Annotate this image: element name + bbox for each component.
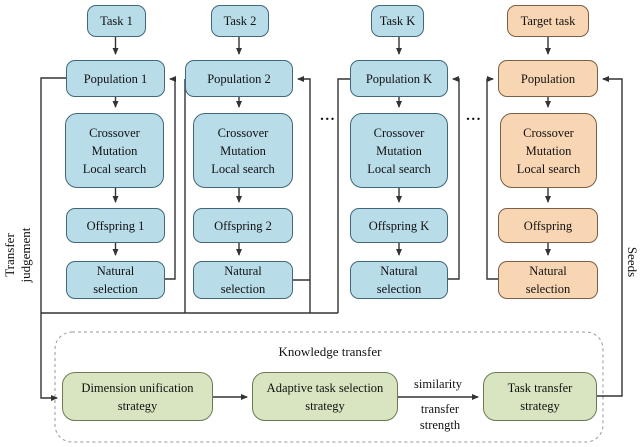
operators-1-node: Crossover Mutation Local search — [65, 113, 164, 188]
operators-k-line2: Mutation — [376, 143, 422, 158]
operators-target-line1: Crossover — [523, 125, 574, 140]
operators-1-line3: Local search — [82, 161, 147, 176]
operators-target-node: Crossover Mutation Local search — [500, 113, 597, 188]
offspring-1-node: Offspring 1 — [66, 208, 165, 243]
operators-target-line3: Local search — [516, 161, 581, 176]
natural-selection-2-line1: Natural — [224, 264, 262, 278]
task-1-node: Task 1 — [87, 5, 146, 37]
offspring-target-label: Offspring — [523, 218, 573, 233]
task-2-node: Task 2 — [211, 5, 269, 37]
similarity-label-text: similarity — [414, 377, 462, 391]
operators-k-line3: Local search — [367, 161, 431, 176]
natural-selection-target-line1: Natural — [529, 264, 567, 278]
operators-2-line3: Local search — [211, 161, 275, 176]
natural-selection-k-node: Natural selection — [350, 261, 448, 299]
offspring-target-node: Offspring — [498, 208, 598, 243]
task-k-label: Task K — [379, 14, 416, 28]
seeds-label: Seeds — [624, 232, 640, 292]
population-1-node: Population 1 — [66, 60, 165, 97]
offspring-1-label: Offspring 1 — [86, 218, 145, 233]
dimension-unification-strategy-node: Dimension unification strategy — [62, 372, 213, 421]
knowledge-transfer-title-text: Knowledge transfer — [278, 344, 382, 359]
knowledge-transfer-container — [54, 331, 604, 443]
operators-1-line2: Mutation — [91, 143, 138, 158]
offspring-k-label: Offspring K — [368, 218, 430, 233]
natural-selection-1-line1: Natural — [96, 264, 135, 278]
natural-selection-2-line2: selection — [220, 282, 266, 296]
population-2-label: Population 2 — [207, 71, 271, 86]
operators-k-node: Crossover Mutation Local search — [350, 113, 448, 188]
similarity-label: similarity — [397, 376, 479, 392]
natural-selection-k-line1: Natural — [380, 264, 418, 278]
target-task-label: Target task — [520, 14, 576, 28]
dimension-box-line1: Dimension unification — [81, 380, 194, 395]
transfer-judgement-label: Transfer judgement — [2, 200, 36, 310]
ellipsis-left: ... — [315, 106, 341, 126]
population-1-label: Population 1 — [83, 71, 148, 86]
transfer-strength-label: transfer strength — [401, 401, 479, 433]
adaptive-task-selection-strategy-node: Adaptive task selection strategy — [252, 372, 398, 421]
natural-selection-1-line2: selection — [93, 282, 138, 296]
ellipsis-right: ... — [461, 106, 487, 126]
population-2-node: Population 2 — [185, 60, 293, 97]
offspring-2-label: Offspring 2 — [214, 218, 272, 233]
population-k-label: Population K — [365, 71, 433, 86]
operators-target-line2: Mutation — [525, 143, 572, 158]
natural-selection-1-node: Natural selection — [66, 261, 165, 299]
transfer-strength-line1: transfer — [420, 402, 460, 416]
operators-2-node: Crossover Mutation Local search — [193, 113, 293, 188]
natural-selection-target-node: Natural selection — [498, 261, 598, 299]
transfer-strength-line2: strength — [419, 418, 461, 432]
transfer-box-line2: strategy — [520, 398, 560, 413]
task-2-label: Task 2 — [223, 14, 257, 28]
task-1-label: Task 1 — [100, 14, 133, 28]
operators-1-line1: Crossover — [89, 125, 140, 140]
adaptive-box-line2: strategy — [305, 398, 345, 413]
population-k-node: Population K — [350, 60, 448, 97]
dimension-box-line2: strategy — [117, 398, 158, 413]
operators-2-line2: Mutation — [220, 143, 266, 158]
transfer-judgement-line2: judgement — [18, 227, 33, 283]
operators-k-line1: Crossover — [373, 125, 425, 140]
ellipsis-right-text: ... — [466, 108, 482, 124]
operators-2-line1: Crossover — [217, 125, 269, 140]
target-task-node: Target task — [507, 5, 589, 37]
population-target-label: Population — [520, 71, 576, 86]
task-transfer-strategy-node: Task transfer strategy — [483, 372, 597, 421]
offspring-k-node: Offspring K — [350, 208, 448, 243]
ellipsis-left-text: ... — [320, 108, 336, 124]
transfer-box-line1: Task transfer — [507, 380, 573, 395]
seeds-label-text: Seeds — [625, 246, 640, 278]
natural-selection-target-line2: selection — [525, 282, 571, 296]
offspring-2-node: Offspring 2 — [193, 208, 293, 243]
natural-selection-2-node: Natural selection — [193, 261, 293, 299]
task-k-node: Task K — [371, 5, 424, 37]
transfer-judgement-line1: Transfer — [2, 233, 17, 277]
knowledge-transfer-title: Knowledge transfer — [230, 344, 430, 360]
natural-selection-k-line2: selection — [376, 282, 422, 296]
population-target-node: Population — [498, 60, 598, 97]
adaptive-box-line1: Adaptive task selection — [266, 380, 384, 395]
